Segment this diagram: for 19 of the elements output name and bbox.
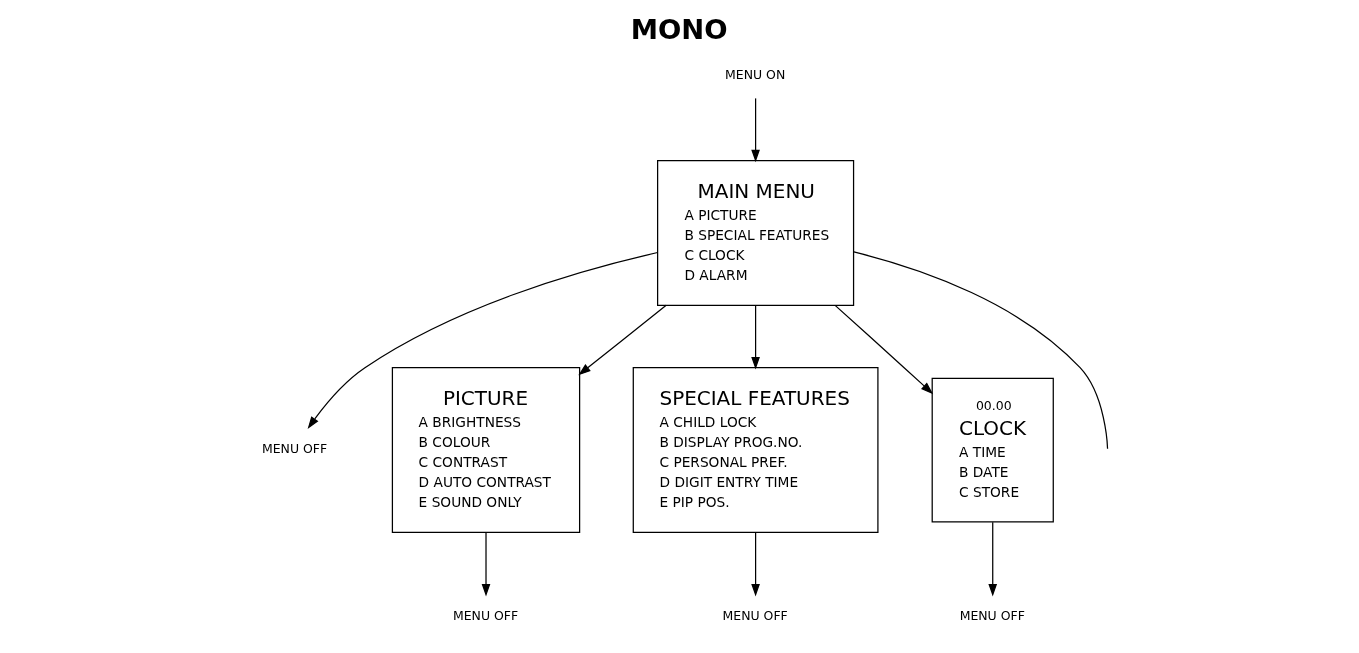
arrow [750,532,760,597]
connector [852,251,1108,450]
arrow [481,532,490,597]
node-text: MENU ON [724,66,785,82]
node-text: MENU OFF [452,608,518,624]
arrow [987,521,997,597]
node-text: MENU OFF [722,608,788,624]
arrow [750,305,760,370]
diagram-title: MONO [630,13,728,45]
node-box: PICTURE A BRIGHTNESS B COLOUR C CONTRAST D AUTO CONTRAST E SOUND ONLY [391,367,580,534]
node-text: MENU OFF [959,608,1025,624]
arrow [834,304,933,395]
arrow [577,304,667,376]
arrow [307,251,658,429]
node-text: MENU OFF [261,441,327,457]
arrow [750,97,760,163]
node-box: MAIN MENU A PICTURE B SPECIAL FEATURES C CLOCK D ALARM [656,159,854,306]
node-box: 00.00 CLOCK A TIME B DATE C STORE [931,377,1054,523]
node-box: SPECIAL FEATURES A CHILD LOCK B DISPLAY PROG.NO. C PERSONAL PREF. D DIGIT ENTRY TIME E PIP POS. [632,367,879,534]
